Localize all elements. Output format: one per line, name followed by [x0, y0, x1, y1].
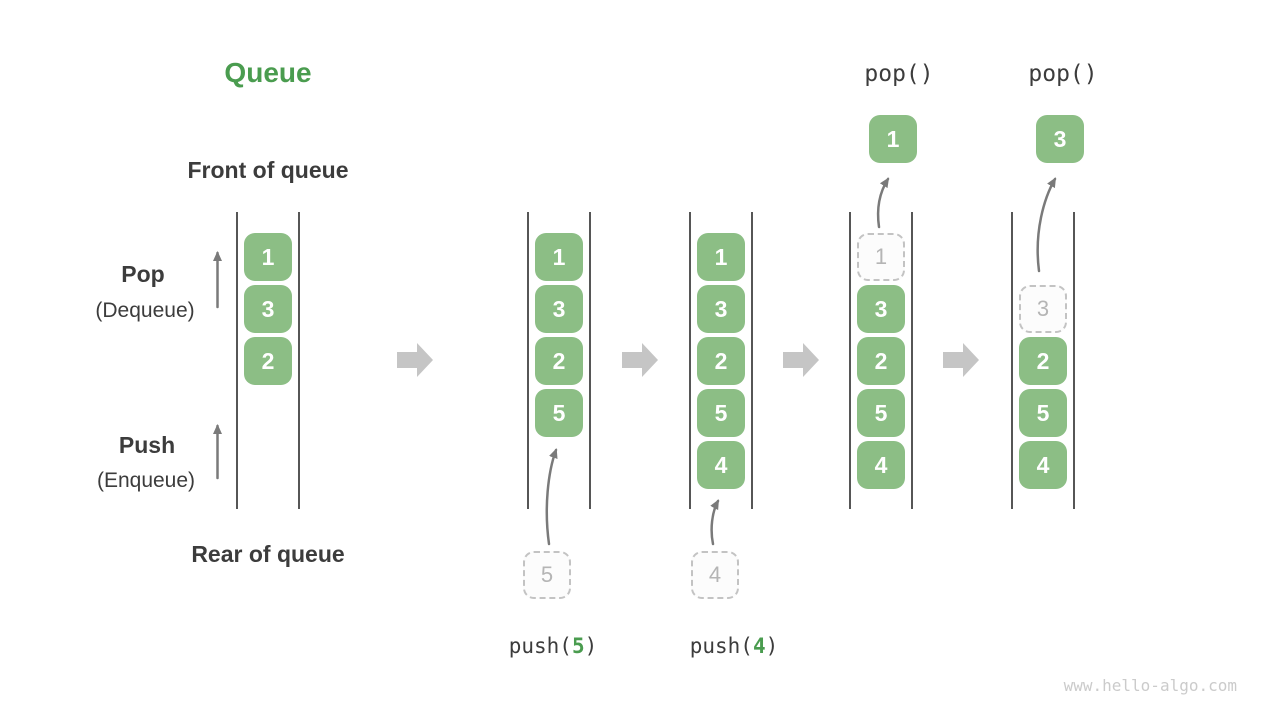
operation-label: push(4) — [690, 634, 779, 659]
queue-wall-right — [298, 212, 300, 509]
queue-item: 5 — [1019, 389, 1067, 437]
rear-of-queue-label: Rear of queue — [191, 541, 345, 567]
push-label: Push — [118, 432, 176, 458]
queue-item: 2 — [1019, 337, 1067, 385]
push-insert-arrow — [545, 448, 558, 546]
queue-item: 5 — [535, 389, 583, 437]
push-sublabel: (Enqueue) — [96, 469, 196, 492]
queue-wall-right — [911, 212, 913, 509]
queue-item: 4 — [1019, 441, 1067, 489]
operation-arg: 5 — [571, 634, 585, 658]
diagram-title: Queue — [224, 57, 312, 88]
queue-wall-left — [236, 212, 238, 509]
queue-item: 2 — [535, 337, 583, 385]
queue-item: 3 — [697, 285, 745, 333]
operation-label: pop() — [1028, 61, 1097, 89]
popped-item: 1 — [869, 115, 917, 163]
queue-item: 2 — [244, 337, 292, 385]
queue-item: 3 — [535, 285, 583, 333]
queue-item: 3 — [244, 285, 292, 333]
queue-item: 5 — [857, 389, 905, 437]
operation-text: ) — [765, 634, 779, 658]
queue-item: 1 — [697, 233, 745, 281]
queue-wall-left — [527, 212, 529, 509]
state-transition-arrow — [943, 343, 979, 377]
staged-push-item: 5 — [523, 551, 571, 599]
staged-push-item: 4 — [691, 551, 739, 599]
queue-item: 5 — [697, 389, 745, 437]
queue-wall-left — [689, 212, 691, 509]
queue-wall-left — [1011, 212, 1013, 509]
queue-item: 2 — [857, 337, 905, 385]
operation-text: push( — [689, 634, 753, 658]
pop-remove-arrow — [1036, 177, 1057, 273]
push-insert-arrow — [710, 499, 720, 546]
queue-item: 4 — [857, 441, 905, 489]
queue-item-ghost: 3 — [1019, 285, 1067, 333]
queue-item: 2 — [697, 337, 745, 385]
popped-item: 3 — [1036, 115, 1084, 163]
state-transition-arrow — [783, 343, 819, 377]
state-transition-arrow — [622, 343, 658, 377]
operation-text: push( — [508, 634, 572, 658]
queue-wall-left — [849, 212, 851, 509]
pop-remove-arrow — [876, 177, 890, 229]
pop-label: Pop — [121, 261, 165, 287]
queue-wall-right — [751, 212, 753, 509]
front-of-queue-label: Front of queue — [187, 157, 349, 183]
queue-item: 3 — [857, 285, 905, 333]
operation-label: push(5) — [509, 634, 598, 659]
queue-item: 1 — [535, 233, 583, 281]
operation-text: pop() — [864, 61, 934, 87]
operation-text: pop() — [1028, 61, 1098, 87]
queue-item: 4 — [697, 441, 745, 489]
state-transition-arrow — [397, 343, 433, 377]
operation-text: ) — [584, 634, 598, 658]
watermark: www.hello-algo.com — [1063, 676, 1237, 695]
queue-item: 1 — [244, 233, 292, 281]
operation-label: pop() — [864, 61, 933, 89]
queue-item-ghost: 1 — [857, 233, 905, 281]
queue-wall-right — [1073, 212, 1075, 509]
queue-wall-right — [589, 212, 591, 509]
operation-arg: 4 — [752, 634, 766, 658]
pop-sublabel: (Dequeue) — [95, 299, 195, 322]
